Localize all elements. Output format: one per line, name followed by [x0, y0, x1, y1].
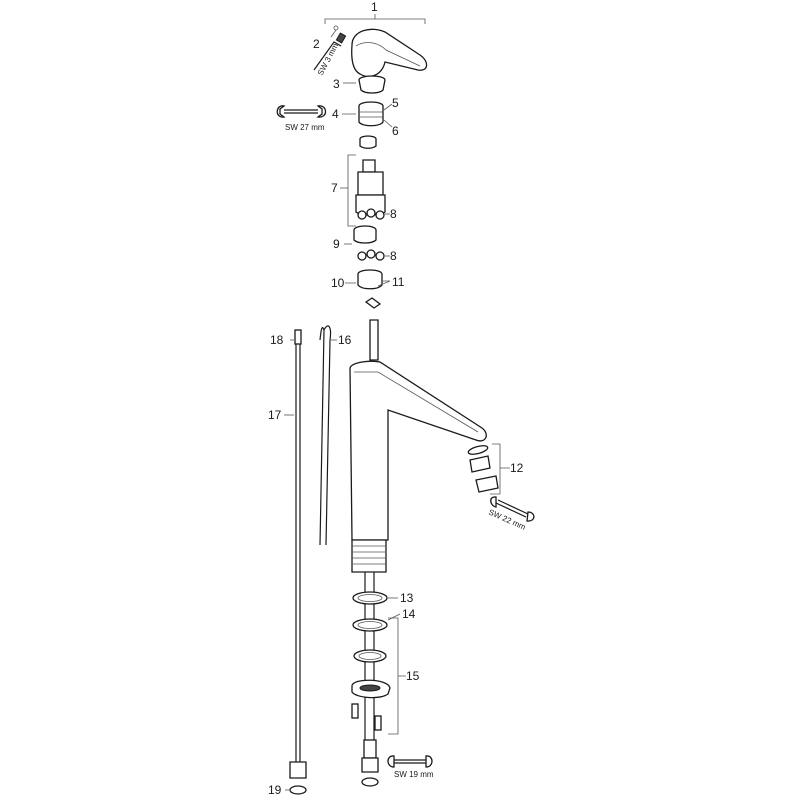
label-7: 7 [331, 181, 338, 195]
grub-screw [335, 32, 347, 44]
label-2: 2 [313, 37, 320, 51]
label-5: 5 [392, 96, 399, 110]
label-13: 13 [400, 591, 414, 605]
label-8-lower: 8 [390, 249, 397, 263]
label-11: 11 [392, 275, 405, 289]
lift-rod: 16 [319, 325, 352, 546]
label-18: 18 [270, 333, 284, 347]
washer-13: 13 [352, 591, 414, 605]
handle-assembly-bracket: 1 [324, 0, 426, 24]
cartridge-base: 10 11 [331, 269, 405, 309]
wrench-27mm: SW 27 mm [276, 105, 327, 132]
label-16: 16 [338, 333, 352, 347]
o-rings-upper: 8 [357, 207, 397, 221]
wrench-27-size: SW 27 mm [285, 123, 325, 132]
allen-key: 2 SW 3 mm [313, 25, 347, 77]
label-3: 3 [333, 77, 340, 91]
aerator-set: 12 [467, 443, 524, 495]
label-12: 12 [510, 461, 524, 475]
wrench-22mm: SW 22 mm [487, 496, 535, 532]
label-17: 17 [268, 408, 282, 422]
o-rings-lower: 8 [357, 249, 397, 263]
label-1: 1 [371, 0, 378, 14]
wrench-19-size: SW 19 mm [394, 770, 434, 779]
flexible-hose: 18 17 19 [268, 329, 307, 797]
lever-handle [351, 28, 428, 78]
label-6: 6 [392, 124, 399, 138]
label-4: 4 [332, 107, 339, 121]
label-14: 14 [402, 607, 416, 621]
wrench-19mm: SW 19 mm [387, 755, 434, 779]
label-9: 9 [333, 237, 340, 251]
retaining-nut [359, 135, 377, 149]
cover-ring: 3 [333, 75, 386, 94]
connection-nipple [361, 739, 379, 787]
label-15: 15 [406, 669, 420, 683]
mixer-body [349, 319, 487, 740]
mounting-set: 15 [351, 617, 420, 735]
ceramic-disc: 9 [333, 225, 377, 251]
threaded-sleeve: 4 5 6 [332, 96, 399, 138]
label-8-upper: 8 [390, 207, 397, 221]
washer-14: 14 [352, 607, 416, 632]
label-10: 10 [331, 276, 345, 290]
label-19: 19 [268, 783, 282, 797]
